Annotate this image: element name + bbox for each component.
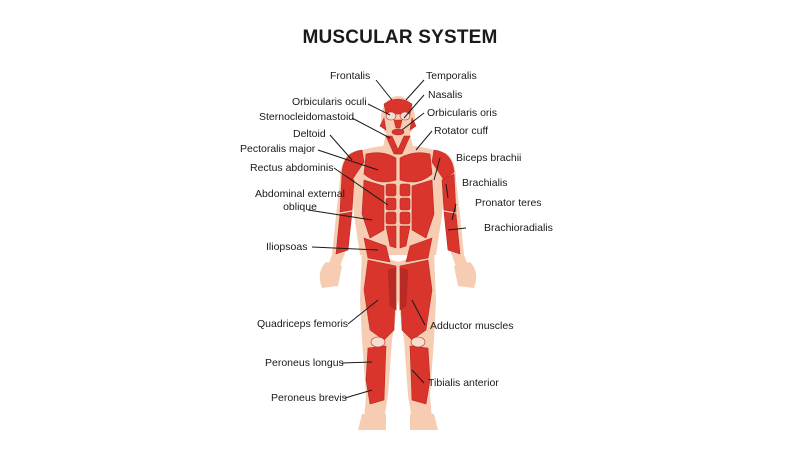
label-peroneus-brevis: Peroneus brevis: [271, 392, 347, 404]
label-temporalis: Temporalis: [426, 70, 477, 82]
label-pronator-teres: Pronator teres: [475, 197, 542, 209]
label-brachioradialis: Brachioradialis: [484, 222, 553, 234]
label-abdominal-external-oblique-line1: Abdominal external: [255, 188, 345, 200]
label-rectus-abdominis: Rectus abdominis: [250, 162, 334, 174]
label-adductor-muscles: Adductor muscles: [430, 320, 514, 332]
label-deltoid: Deltoid: [293, 128, 326, 140]
label-iliopsoas: Iliopsoas: [266, 241, 308, 253]
label-pectoralis-major: Pectoralis major: [240, 143, 316, 155]
label-rotator-cuff: Rotator cuff: [434, 125, 489, 137]
label-orbicularis-oculi: Orbicularis oculi: [292, 96, 367, 108]
label-tibialis-anterior: Tibialis anterior: [428, 377, 499, 389]
label-frontalis: Frontalis: [330, 70, 371, 82]
label-orbicularis-oris: Orbicularis oris: [427, 107, 498, 119]
label-peroneus-longus: Peroneus longus: [265, 357, 344, 369]
label-brachialis: Brachialis: [462, 177, 508, 189]
label-quadriceps-femoris: Quadriceps femoris: [257, 318, 349, 330]
muscles: [335, 98, 461, 405]
diagram-title: MUSCULAR SYSTEM: [302, 27, 498, 48]
label-abdominal-external-oblique: Abdominal external oblique: [242, 188, 358, 214]
label-nasalis: Nasalis: [428, 89, 463, 101]
label-abdominal-external-oblique-line2: oblique: [283, 201, 317, 213]
leader-lines: [307, 79, 467, 399]
label-sternocleidomastoid: Sternocleidomastoid: [259, 111, 355, 123]
label-biceps-brachii: Biceps brachii: [456, 152, 522, 164]
